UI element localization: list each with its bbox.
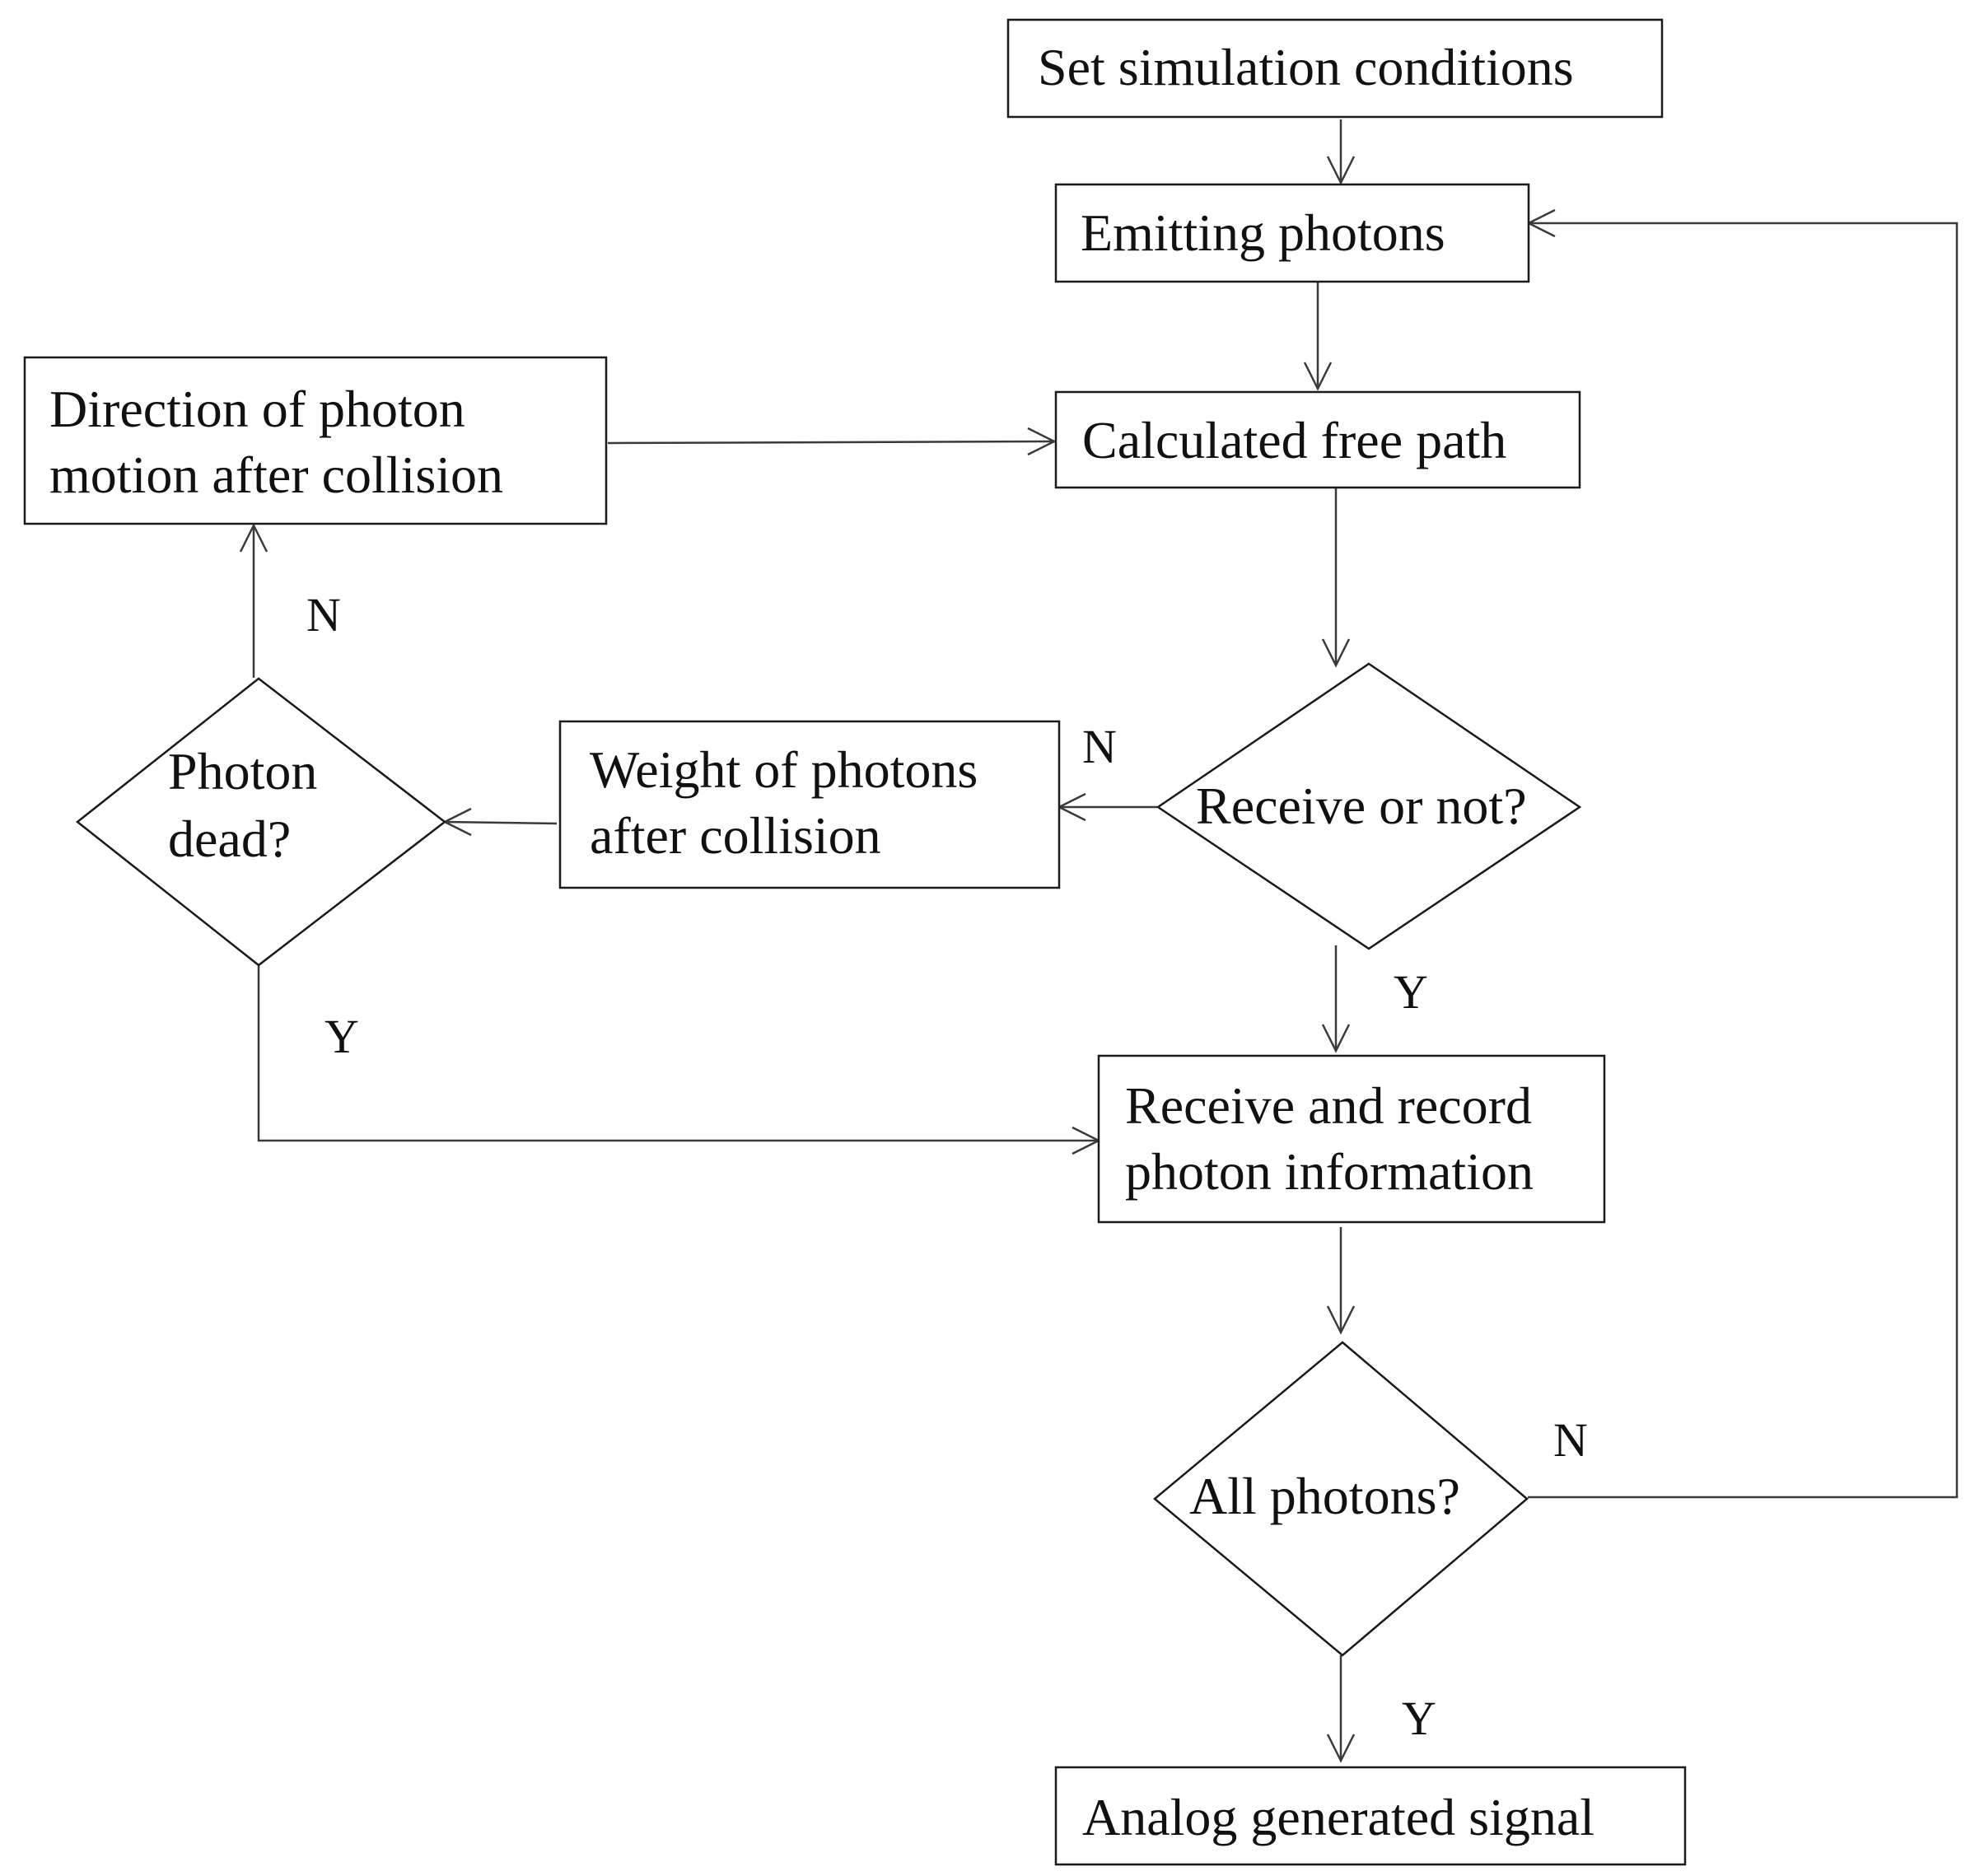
node-label-line-2: dead? [168,810,291,868]
arrowhead-receive-top [1321,638,1351,668]
arrowhead-all-top [1326,1305,1356,1335]
arrowhead-emitting-top [1326,156,1356,185]
node-direction-after-collision: Direction of photon motion after collisi… [23,356,608,525]
node-label: Set simulation conditions [1038,38,1574,96]
edge-dead-yes-to-record [257,966,1099,1142]
node-label-line-1: Receive and record [1125,1076,1532,1135]
node-photon-dead: Photon dead? [75,677,447,967]
node-label: Calculated free path [1082,411,1506,469]
node-label-line-1: Direction of photon [49,380,465,438]
node-emitting-photons: Emitting photons [1054,183,1530,283]
node-receive-or-not: Receive or not? [1156,662,1582,950]
node-all-photons: All photons? [1153,1341,1529,1657]
arrowhead-analog-top [1326,1734,1356,1763]
node-label-line-2: photon information [1125,1142,1534,1201]
label-receive-yes: Y [1394,965,1428,1019]
label-dead-no: N [306,588,341,642]
edge-direction-to-freepath [607,440,1055,445]
node-weight-after-collision: Weight of photons after collision [558,720,1061,889]
node-label-line-2: motion after collision [49,446,503,504]
arrowhead-record-top [1321,1024,1351,1053]
label-dead-yes: Y [324,1010,359,1063]
label-all-no: N [1553,1413,1588,1467]
node-label: All photons? [1189,1467,1460,1525]
node-label: Analog generated signal [1082,1788,1594,1846]
node-analog-generated-signal: Analog generated signal [1054,1766,1687,1866]
node-label: Receive or not? [1196,777,1527,835]
arrowhead-direction-bottom [239,523,268,553]
edge-labels: N Y N Y N Y [306,588,1588,1745]
node-label-line-2: after collision [590,806,881,865]
connectors [239,119,1959,1763]
node-receive-and-record: Receive and record photon information [1097,1054,1606,1224]
arrowhead-freepath-left [1027,427,1057,456]
label-receive-no: N [1082,720,1117,773]
label-all-yes: Y [1402,1692,1436,1745]
edge-all-no-to-emitting [1528,222,1959,1499]
node-set-simulation-conditions: Set simulation conditions [1006,18,1664,119]
node-label-line-1: Photon [168,742,317,800]
node-label-line-1: Weight of photons [590,740,978,799]
node-calculated-free-path: Calculated free path [1054,390,1581,489]
edge-weight-to-dead [444,820,558,825]
arrowhead-freepath-top [1303,362,1333,391]
node-label: Emitting photons [1081,203,1445,262]
